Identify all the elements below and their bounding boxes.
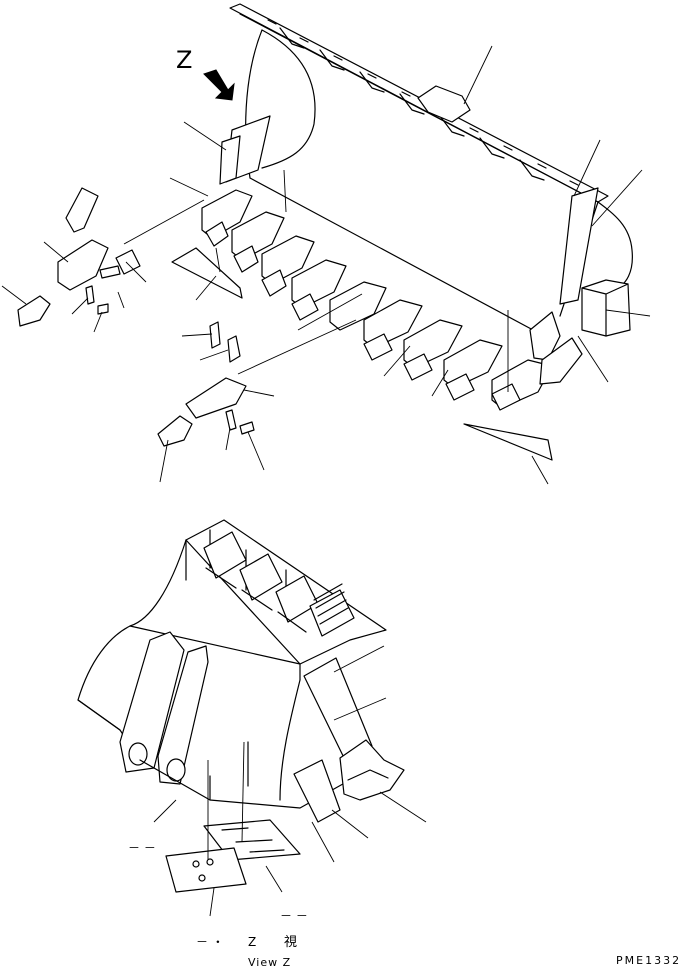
- rear-ribs: [203, 531, 355, 637]
- leader-lines-upper: [1, 45, 651, 485]
- tooth-2: [231, 211, 285, 273]
- lock-ring-loose: [115, 249, 141, 275]
- dash-mark-right: － －: [280, 909, 308, 923]
- tooth-row: [201, 189, 583, 411]
- exploded-parts-centre: [157, 321, 255, 447]
- wear-plate-right: [463, 423, 553, 461]
- bucket-top-rail: [229, 3, 609, 203]
- tooth-8: [443, 339, 503, 401]
- pin-lower: [225, 409, 237, 431]
- tooth-6: [363, 299, 423, 361]
- floor-markers: [209, 741, 249, 801]
- lock-ring-centre: [227, 335, 241, 363]
- drawing-code: PME1332: [616, 954, 681, 967]
- view-caption-kanji: 視: [284, 935, 297, 950]
- tooth-point-centre: [157, 415, 193, 447]
- cutting-edge-line: [249, 177, 549, 339]
- wear-plate-left: [171, 247, 243, 299]
- pin-retainer-loose: [97, 303, 109, 315]
- bucket-view-z: [77, 519, 405, 893]
- pin-centre: [209, 321, 221, 349]
- exploded-parts-left: [17, 187, 141, 327]
- bucket-left-back: [261, 29, 316, 169]
- tooth-9: [491, 359, 553, 411]
- adapter-centre: [185, 377, 247, 419]
- view-caption-english: View Z: [248, 956, 291, 967]
- wear-plate-hole-3: [198, 874, 206, 882]
- tooth-tip-loose: [65, 187, 99, 233]
- right-corner-bracket: [529, 311, 561, 361]
- bucket-rail-segments: [267, 19, 579, 186]
- bucket-right-side-plate: [559, 187, 599, 305]
- tooth-3: [261, 235, 315, 297]
- top-lug: [417, 85, 471, 123]
- wear-plate-hole-2: [206, 858, 214, 866]
- side-plate-lower: [293, 759, 341, 823]
- hinge-pin-boss-right: [166, 758, 186, 782]
- view-direction-arrow-icon: [203, 69, 235, 101]
- rear-right-contour: [279, 679, 301, 801]
- retainer-lower: [239, 421, 255, 435]
- pin-loose: [85, 285, 95, 305]
- bucket-assembly: [219, 3, 633, 339]
- lock-washer-loose: [99, 265, 121, 279]
- side-wear-block-edges: [581, 283, 629, 337]
- tooth-1: [201, 189, 253, 247]
- wear-plate-hole-1: [192, 860, 200, 868]
- bucket-right-back: [597, 201, 633, 293]
- tooth-7: [403, 319, 463, 381]
- dash-mark-left: － －: [128, 841, 156, 855]
- adapter-loose: [57, 239, 109, 291]
- side-cutter-edge: [347, 769, 389, 781]
- hinge-bracket-right: [157, 645, 209, 785]
- rear-lower-edge: [129, 625, 301, 681]
- floor-wear-plate-lower: [165, 847, 247, 893]
- view-marker-label: Z: [176, 46, 192, 74]
- leader-lines-lower: [153, 645, 427, 917]
- view-caption-z: Z: [248, 935, 256, 949]
- left-bracket-ear: [219, 135, 241, 185]
- tooth-point-loose: [17, 295, 51, 327]
- right-corner-adapter: [539, 337, 583, 385]
- view-caption-prefix: － ・: [196, 935, 224, 949]
- tooth-4: [291, 259, 347, 321]
- side-cutter: [339, 739, 405, 801]
- bucket-rail-lower-edge: [239, 13, 599, 203]
- hinge-pin-boss-left: [128, 742, 148, 766]
